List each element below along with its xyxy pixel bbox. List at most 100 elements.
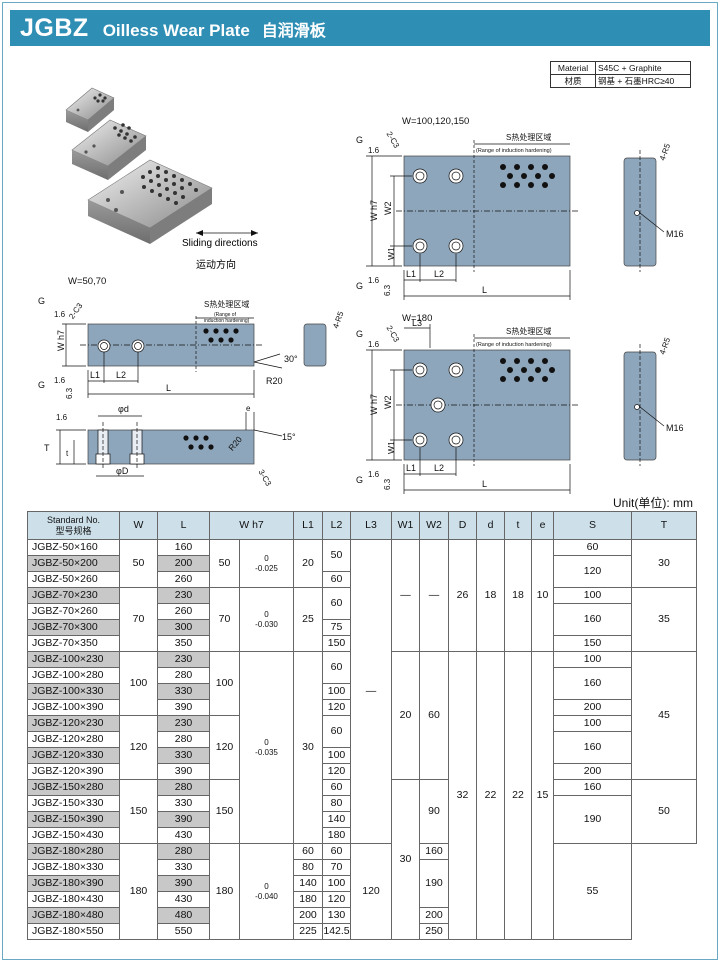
small-angle-30: 30°: [284, 354, 298, 364]
side-r16: 1.6: [56, 413, 68, 422]
model-number: JGBZ-120×390: [27, 763, 120, 780]
l2-cell: 225: [293, 923, 324, 940]
wh7-cell: 50: [209, 539, 240, 588]
top-wh7: W h7: [369, 200, 379, 221]
l2-cell: 60: [322, 651, 352, 684]
product-illustration: Sliding directions 运动方向: [65, 87, 258, 271]
l2-cell: 80: [293, 859, 324, 876]
header-w1: W1: [391, 511, 421, 540]
l2-cell: 120: [322, 763, 352, 780]
s-cell: 100: [553, 587, 633, 604]
drawing-large-plate: W=180 S热处理区域 (Range of induction hardeni…: [356, 313, 684, 494]
top-w-label: W=100,120,150: [402, 116, 469, 127]
header-l2: L2: [322, 511, 352, 540]
l2-cell: 60: [322, 779, 352, 796]
l3-cell: 130: [322, 907, 352, 924]
header-w2: W2: [419, 511, 450, 540]
model-number: JGBZ-100×280: [27, 667, 120, 684]
bottom-r16-bottom: 1.6: [368, 470, 380, 479]
w1-cell: —: [391, 539, 421, 652]
bottom-w2: W2: [383, 396, 393, 410]
w-cell: 50: [119, 539, 158, 588]
tolerance-lower: -0.025: [255, 563, 278, 573]
model-number: JGBZ-100×230: [27, 651, 120, 668]
T-cell: 55: [553, 843, 633, 940]
small-s-zone-en-1: (Range of: [214, 312, 237, 318]
t-cell: 18: [504, 539, 533, 652]
side-angle-15: 15°: [282, 432, 296, 442]
top-l1: L1: [406, 269, 416, 279]
l1-cell: 20: [293, 539, 324, 588]
bottom-r63: 6.3: [383, 478, 392, 490]
length-cell: 230: [157, 715, 210, 732]
l1-cell: 25: [293, 587, 324, 652]
l2-cell: 100: [322, 747, 352, 764]
length-cell: 280: [157, 667, 210, 684]
length-cell: 300: [157, 619, 210, 636]
top-s-zone-cn: S热处理区域: [506, 132, 551, 142]
d-cell: 18: [476, 539, 506, 652]
s-cell: 160: [553, 667, 633, 700]
model-number: JGBZ-180×550: [27, 923, 120, 940]
model-number: JGBZ-180×330: [27, 859, 120, 876]
s-cell: 160: [553, 731, 633, 764]
s-cell: 200: [419, 907, 450, 924]
l2-cell: 75: [322, 619, 352, 636]
top-r63: 6.3: [383, 284, 392, 296]
l2-cell: 140: [322, 811, 352, 828]
tolerance-lower: -0.040: [255, 891, 278, 901]
l3-cell: 60: [322, 843, 352, 860]
l2-cell: 60: [322, 587, 352, 620]
small-s-zone-cn: S热处理区域: [204, 299, 249, 309]
w-cell: 100: [119, 651, 158, 716]
length-cell: 430: [157, 827, 210, 844]
bottom-s-zone-en: (Range of induction hardening): [476, 342, 552, 348]
s-cell: 100: [553, 715, 633, 732]
tolerance-upper: 0: [264, 881, 269, 891]
D-cell: 26: [448, 539, 478, 652]
t-cell: 22: [504, 651, 533, 940]
length-cell: 390: [157, 811, 210, 828]
l3-cell: 120: [322, 891, 352, 908]
header-d-small: d: [476, 511, 506, 540]
T-cell: 30: [631, 539, 698, 588]
bottom-l3: L3: [412, 318, 422, 328]
model-number: JGBZ-180×480: [27, 907, 120, 924]
length-cell: 330: [157, 795, 210, 812]
length-cell: 550: [157, 923, 210, 940]
bottom-w-label: W=180: [402, 313, 432, 324]
header-e: e: [531, 511, 555, 540]
drawing-small-plate: W=50,70 S热处理区域 (Range of induction harde…: [38, 276, 346, 488]
w-cell: 150: [119, 779, 158, 844]
small-side-r5: 4-R5: [331, 310, 346, 330]
length-cell: 280: [157, 843, 210, 860]
technical-drawings: Sliding directions 运动方向 W=50,70 S热处理区域 (…: [38, 87, 684, 494]
small-s-zone-en-2: induction hardening): [204, 318, 250, 324]
sliding-directions-en: Sliding directions: [182, 238, 258, 249]
tol-cell: 0-0.030: [238, 587, 295, 652]
length-cell: 390: [157, 875, 210, 892]
tolerance-upper: 0: [264, 737, 269, 747]
title-english: Oilless Wear Plate: [102, 21, 250, 40]
small-l2: L2: [116, 370, 126, 380]
l2-cell: 50: [322, 539, 352, 572]
top-r16-bottom: 1.6: [368, 276, 380, 285]
top-c3: 2-C3: [385, 130, 402, 150]
top-s-zone-en: (Range of induction hardening): [476, 148, 552, 154]
top-m16: M16: [666, 229, 684, 239]
drawing-medium-plate: W=100,120,150 S热处理区域 (Range of induction…: [356, 116, 684, 300]
header-t-small: t: [504, 511, 533, 540]
small-w-label: W=50,70: [68, 276, 106, 287]
model-number: JGBZ-50×200: [27, 555, 120, 572]
small-wh7: W h7: [56, 330, 66, 351]
